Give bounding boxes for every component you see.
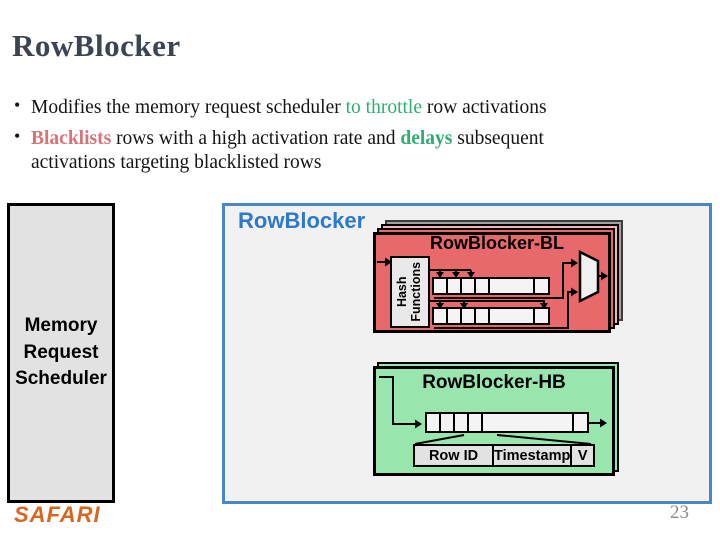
queue-cell xyxy=(455,414,469,431)
queue-cell xyxy=(462,309,476,323)
hb-entry-table: Row ID Timestamp V xyxy=(413,444,595,467)
rowblocker-container-label: RowBlocker xyxy=(238,208,366,233)
slide-title: RowBlocker xyxy=(12,28,181,63)
queue-cell xyxy=(434,279,448,293)
queue-cell xyxy=(476,309,490,323)
bullet2-green-highlight: delays xyxy=(400,127,453,149)
hb-queue-bar xyxy=(425,412,589,433)
queue-cell xyxy=(448,309,462,323)
bullet1-pre: Modifies the memory request scheduler xyxy=(31,97,346,118)
rowblocker-hb-title: RowBlocker-HB xyxy=(422,372,566,393)
queue-cell xyxy=(535,279,548,293)
queue-cell xyxy=(448,279,462,293)
scheduler-label-line3: Scheduler xyxy=(15,368,107,390)
safari-logo: SAFARI xyxy=(14,502,101,527)
queue-cell-long xyxy=(490,279,535,293)
bullet2-post: subsequent xyxy=(452,127,544,149)
queue-cell-long xyxy=(483,414,574,431)
bl-counter-bar-1 xyxy=(432,277,550,295)
scheduler-label-line2: Request xyxy=(23,341,99,363)
scheduler-label-line1: Memory xyxy=(24,315,98,337)
bullet-item-1: Modifies the memory request scheduler to… xyxy=(12,95,714,120)
bullet2-mid: rows with a high activation rate and xyxy=(111,127,401,149)
queue-cell xyxy=(469,414,483,431)
queue-cell xyxy=(462,279,476,293)
rowblocker-bl-title: RowBlocker-BL xyxy=(429,233,564,253)
page-number: 23 xyxy=(670,502,689,523)
bl-counter-bar-2 xyxy=(432,307,550,325)
bullet2-line2: activations targeting blacklisted rows xyxy=(31,151,322,173)
hash-functions-box: Hash Functions xyxy=(390,256,430,328)
bullet1-green-highlight: to throttle xyxy=(345,97,422,118)
hash-label-line1: Hash xyxy=(395,276,410,308)
queue-cell-long xyxy=(490,309,535,323)
bullet-list: Modifies the memory request scheduler to… xyxy=(12,95,714,181)
bullet-item-2: Blacklists rows with a high activation r… xyxy=(12,126,714,175)
queue-cell xyxy=(574,414,587,431)
field-timestamp: Timestamp xyxy=(492,446,571,465)
field-valid: V xyxy=(570,446,593,465)
queue-cell xyxy=(427,414,441,431)
field-row-id: Row ID xyxy=(428,447,479,464)
memory-request-scheduler-box: Memory Request Scheduler xyxy=(7,203,115,503)
queue-cell xyxy=(441,414,455,431)
bullet2-red-highlight: Blacklists xyxy=(31,127,112,149)
bullet1-post: row activations xyxy=(422,97,547,118)
queue-cell xyxy=(434,309,448,323)
hash-label-line2: Functions xyxy=(409,262,423,322)
queue-cell xyxy=(476,279,490,293)
queue-cell xyxy=(535,309,548,323)
hash-functions-label: Hash Functions xyxy=(395,262,424,322)
